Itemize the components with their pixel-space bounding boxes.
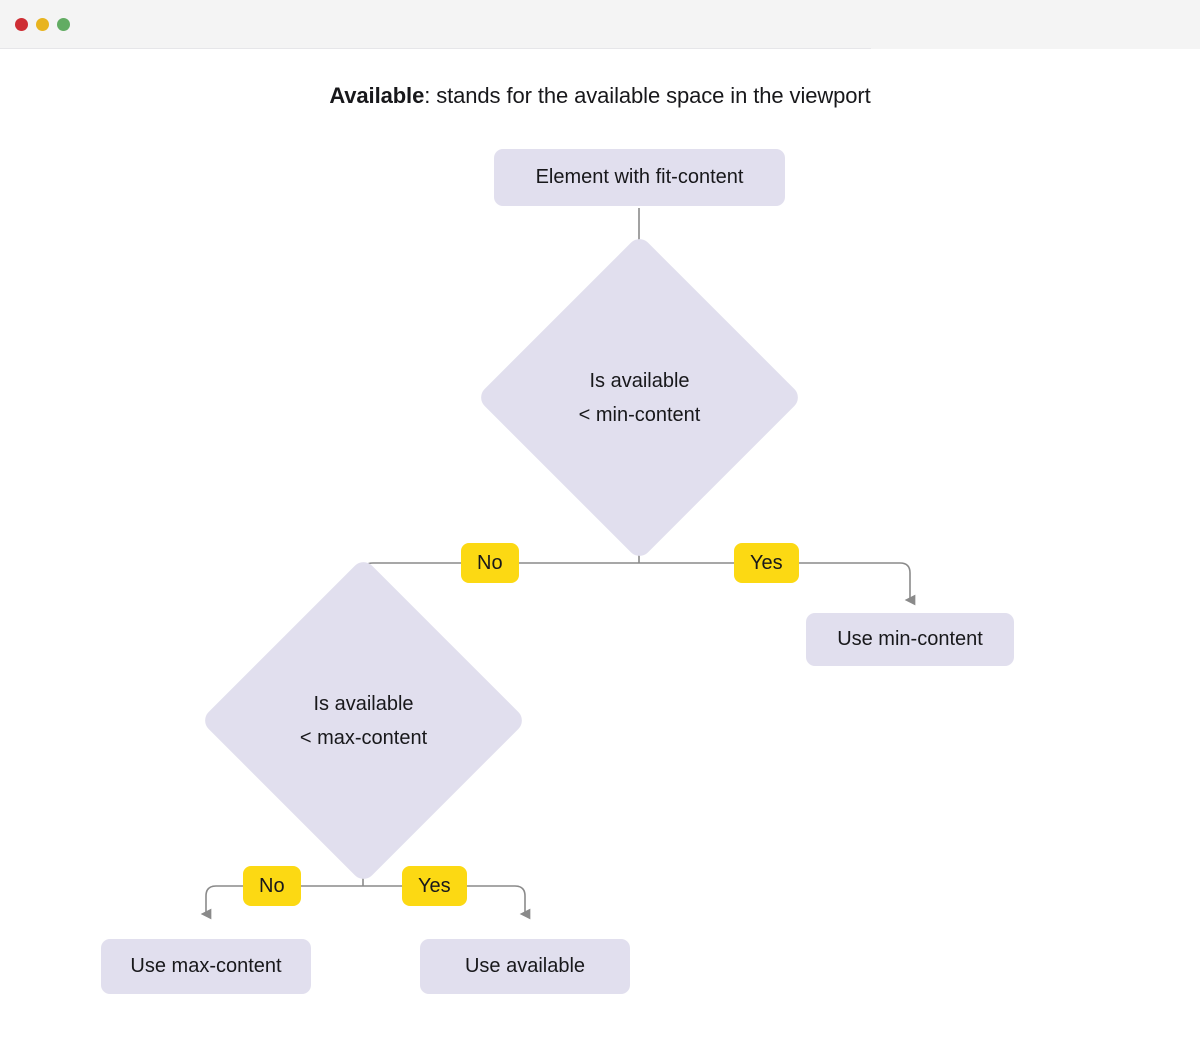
node-decision-is-available-lt-min-content[interactable]: Is available < min-content (476, 234, 803, 561)
minimize-icon[interactable] (36, 18, 49, 31)
diamond-label-line1: Is available (313, 692, 414, 715)
edge-label-q1-yes[interactable]: Yes (734, 543, 799, 583)
edge-label-q2-no[interactable]: No (243, 866, 301, 906)
diamond-label-line2: < max-content (299, 726, 428, 749)
page-title: Available: stands for the available spac… (0, 83, 1200, 109)
page-title-strong: Available (329, 83, 425, 108)
page-title-rest: : stands for the available space in the … (424, 83, 871, 108)
diamond-label-line2: < min-content (578, 403, 701, 426)
node-element-with-fit-content[interactable]: Element with fit-content (494, 149, 785, 206)
window-titlebar (0, 0, 1200, 49)
node-use-max-content[interactable]: Use max-content (101, 939, 311, 994)
diamond-label-line1: Is available (589, 369, 690, 392)
node-use-min-content[interactable]: Use min-content (806, 613, 1014, 666)
diamond-label: Is available < max-content (248, 605, 479, 836)
edge-label-q1-no[interactable]: No (461, 543, 519, 583)
edge-label-q2-yes[interactable]: Yes (402, 866, 467, 906)
node-decision-is-available-lt-max-content[interactable]: Is available < max-content (200, 557, 527, 884)
diagram-canvas: Available: stands for the available spac… (0, 49, 1200, 1037)
diamond-label: Is available < min-content (524, 282, 755, 513)
close-icon[interactable] (15, 18, 28, 31)
traffic-light-group (15, 18, 70, 31)
zoom-icon[interactable] (57, 18, 70, 31)
node-use-available[interactable]: Use available (420, 939, 630, 994)
